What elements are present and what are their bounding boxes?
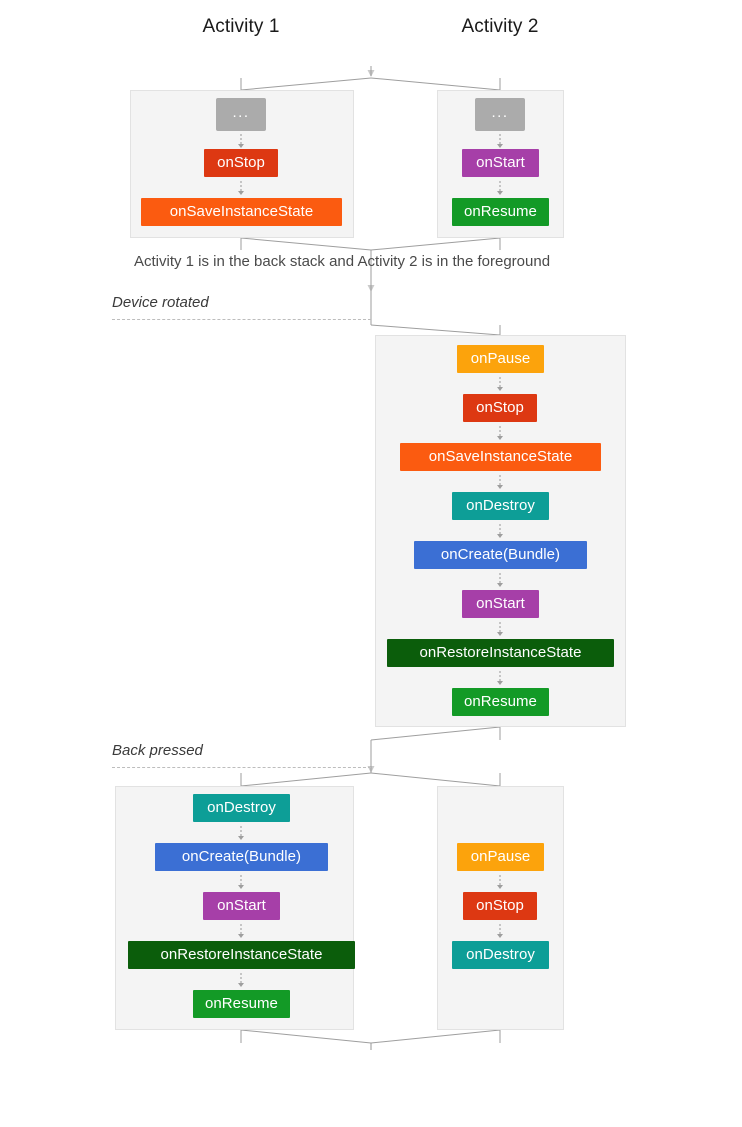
- node-onstop-back-activity-2: onStop: [463, 892, 537, 920]
- arrow-down-icon: [495, 523, 505, 539]
- node-onstart-back-activity-1: onStart: [203, 892, 280, 920]
- column-title-activity-1: Activity 1: [202, 16, 280, 37]
- arrow-down-icon: [495, 874, 505, 890]
- node-onstop-rotated: onStop: [463, 394, 537, 422]
- arrow-down-icon: [236, 923, 246, 939]
- arrow-down-icon: [236, 972, 246, 988]
- phase-label-device-rotated: Device rotated: [112, 294, 209, 311]
- arrow-down-icon: [236, 180, 246, 196]
- arrow-down-icon: [495, 621, 505, 637]
- node-onsaveinstancestate-rotated: onSaveInstanceState: [400, 443, 601, 471]
- node-onrestoreinstancestate-rotated: onRestoreInstanceState: [387, 639, 614, 667]
- arrow-down-icon: [495, 670, 505, 686]
- node-onrestoreinstancestate-back-activity-1: onRestoreInstanceState: [128, 941, 355, 969]
- node-ondestroy-rotated: onDestroy: [452, 492, 549, 520]
- node-ellipsis-activity-1: ...: [216, 98, 266, 131]
- node-onresume-activity-2: onResume: [452, 198, 549, 226]
- node-onstart-rotated: onStart: [462, 590, 539, 618]
- node-onstop-activity-1: onStop: [204, 149, 278, 177]
- node-onresume-rotated: onResume: [452, 688, 549, 716]
- node-ellipsis-activity-2: ...: [475, 98, 525, 131]
- arrow-down-icon: [495, 425, 505, 441]
- arrow-down-icon: [236, 874, 246, 890]
- node-oncreate-back-activity-1: onCreate(Bundle): [155, 843, 328, 871]
- node-onpause-back-activity-2: onPause: [457, 843, 544, 871]
- node-onresume-back-activity-1: onResume: [193, 990, 290, 1018]
- node-onpause-rotated: onPause: [457, 345, 544, 373]
- caption-back-stack: Activity 1 is in the back stack and Acti…: [134, 253, 551, 270]
- node-oncreate-rotated: onCreate(Bundle): [414, 541, 587, 569]
- arrow-down-icon: [495, 133, 505, 149]
- arrow-down-icon: [495, 923, 505, 939]
- phase-rule-back-pressed: [112, 767, 371, 768]
- arrow-down-icon: [236, 133, 246, 149]
- node-ondestroy-back-activity-1: onDestroy: [193, 794, 290, 822]
- phase-label-back-pressed: Back pressed: [112, 742, 203, 759]
- arrow-down-icon: [495, 180, 505, 196]
- arrow-down-icon: [495, 376, 505, 392]
- arrow-down-icon: [236, 825, 246, 841]
- phase-rule-device-rotated: [112, 319, 371, 320]
- node-onstart-activity-2: onStart: [462, 149, 539, 177]
- column-title-activity-2: Activity 2: [461, 16, 539, 37]
- node-onsaveinstancestate-activity-1: onSaveInstanceState: [141, 198, 342, 226]
- node-ondestroy-back-activity-2: onDestroy: [452, 941, 549, 969]
- arrow-down-icon: [495, 474, 505, 490]
- arrow-down-icon: [495, 572, 505, 588]
